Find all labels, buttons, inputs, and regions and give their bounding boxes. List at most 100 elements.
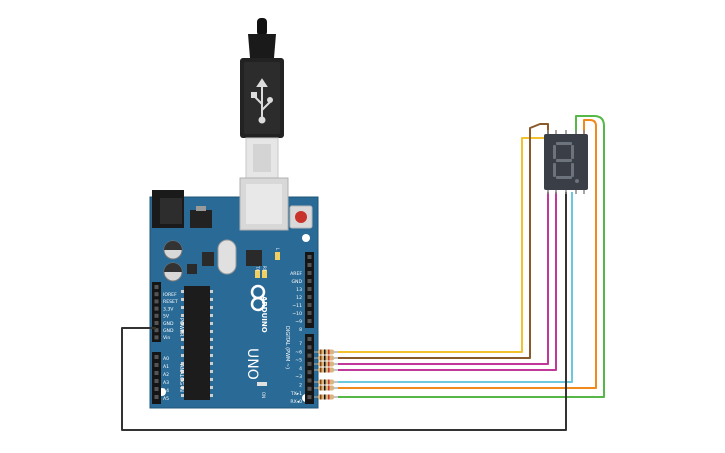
header-pin[interactable]: [307, 395, 312, 400]
wire-gnd-black[interactable]: [121, 192, 567, 431]
header-pin[interactable]: [154, 395, 159, 399]
small-chip: [187, 264, 197, 274]
header-pin[interactable]: [154, 387, 159, 391]
header-pin[interactable]: [307, 287, 312, 291]
resistor[interactable]: [318, 379, 334, 385]
segment: [556, 142, 572, 145]
header-pin[interactable]: [307, 361, 312, 366]
crystal: [217, 239, 237, 275]
header-pin[interactable]: [307, 311, 312, 315]
header-pin[interactable]: [307, 337, 312, 341]
header-pin[interactable]: [154, 379, 159, 383]
header-pin[interactable]: [154, 355, 159, 359]
pin-label: A3: [163, 380, 169, 386]
pin-label: RX◂0: [290, 399, 302, 405]
chip-pin: [181, 290, 184, 293]
wire-pin3-cyan[interactable]: [338, 192, 573, 383]
header-pin[interactable]: [154, 335, 159, 340]
pin-label: A2: [163, 372, 169, 378]
chip-pin: [181, 306, 184, 309]
header-pin[interactable]: [307, 271, 312, 275]
resistor-array: [314, 349, 340, 400]
header-pin[interactable]: [154, 292, 159, 297]
usb-cable: [240, 18, 284, 179]
header-pin[interactable]: [307, 353, 312, 358]
pin-label: GND: [163, 328, 174, 334]
resistor[interactable]: [318, 385, 334, 391]
segment: [571, 145, 574, 159]
usb-controller-chip: [246, 250, 262, 266]
chip-pin: [181, 298, 184, 301]
resistor[interactable]: [318, 361, 334, 367]
chip-pin: [181, 314, 184, 317]
chip-pin: [210, 346, 213, 349]
chip-pin: [210, 354, 213, 357]
mounting-hole: [302, 234, 310, 242]
rx-label: RX: [262, 266, 267, 272]
pin-label: Vin: [163, 335, 170, 341]
chip-pin: [181, 378, 184, 381]
header-pin[interactable]: [154, 306, 159, 311]
header-pin[interactable]: [154, 321, 159, 325]
header-pin[interactable]: [154, 299, 159, 304]
header-pin[interactable]: [307, 279, 312, 283]
on-led: [257, 382, 267, 386]
digital-header-bottom: [305, 334, 314, 404]
chip-pin: [210, 394, 213, 397]
header-pin[interactable]: [307, 370, 312, 375]
pin-label: A0: [163, 356, 169, 362]
pin-label: AREF: [290, 271, 302, 277]
wire-pin1-green[interactable]: [338, 115, 605, 398]
header-pin[interactable]: [154, 328, 159, 333]
pin-label: 7: [299, 341, 302, 347]
chip-pin: [210, 378, 213, 381]
wire-pin5-magenta[interactable]: [338, 192, 549, 365]
seven-segment-display[interactable]: 8: [544, 130, 588, 194]
decimal-point: [575, 179, 579, 183]
pin-label: ~6: [295, 349, 302, 355]
chip-pin: [210, 306, 213, 309]
l-label: L: [275, 248, 280, 251]
header-pin[interactable]: [307, 319, 312, 323]
chip-pin: [181, 386, 184, 389]
segment: [556, 159, 572, 162]
pin-label: TX▸1: [290, 391, 302, 397]
resistor[interactable]: [318, 355, 334, 361]
wire-pin6-brown[interactable]: [338, 123, 549, 359]
header-pin[interactable]: [307, 263, 312, 267]
display-pins: [547, 130, 585, 194]
segment: [556, 176, 572, 179]
header-pin[interactable]: [154, 371, 159, 375]
header-pin[interactable]: [154, 285, 159, 289]
segment: [553, 163, 556, 177]
power-header-label: POWER: [178, 318, 184, 337]
arduino-logo-icon: [250, 284, 266, 312]
chip-pin: [181, 394, 184, 397]
wire-pin4-magenta[interactable]: [338, 192, 557, 371]
header-pin[interactable]: [307, 303, 312, 307]
pin-label: 8: [299, 327, 302, 333]
header-pin[interactable]: [307, 386, 312, 391]
resistor[interactable]: [318, 394, 334, 400]
wire-pin2-orange[interactable]: [338, 119, 597, 389]
chip-pin: [210, 298, 213, 301]
analog-header: [152, 352, 161, 404]
header-pin[interactable]: [307, 295, 312, 299]
pin-label: ~3: [295, 374, 302, 380]
pin-label: GND: [163, 321, 174, 327]
header-pin[interactable]: [154, 363, 159, 367]
header-pin[interactable]: [307, 345, 312, 350]
tx-led: [255, 270, 260, 278]
resistor[interactable]: [318, 349, 334, 355]
analog-header-label: ANALOG IN: [178, 364, 184, 392]
header-pin[interactable]: [307, 255, 312, 259]
header-pin[interactable]: [154, 313, 159, 318]
wire-pin7-yellow[interactable]: [338, 137, 549, 353]
header-pin[interactable]: [307, 378, 312, 383]
l-led: [275, 252, 280, 260]
chip-pin: [210, 322, 213, 325]
pin-label: 5V: [163, 314, 170, 320]
resistor[interactable]: [318, 367, 334, 373]
